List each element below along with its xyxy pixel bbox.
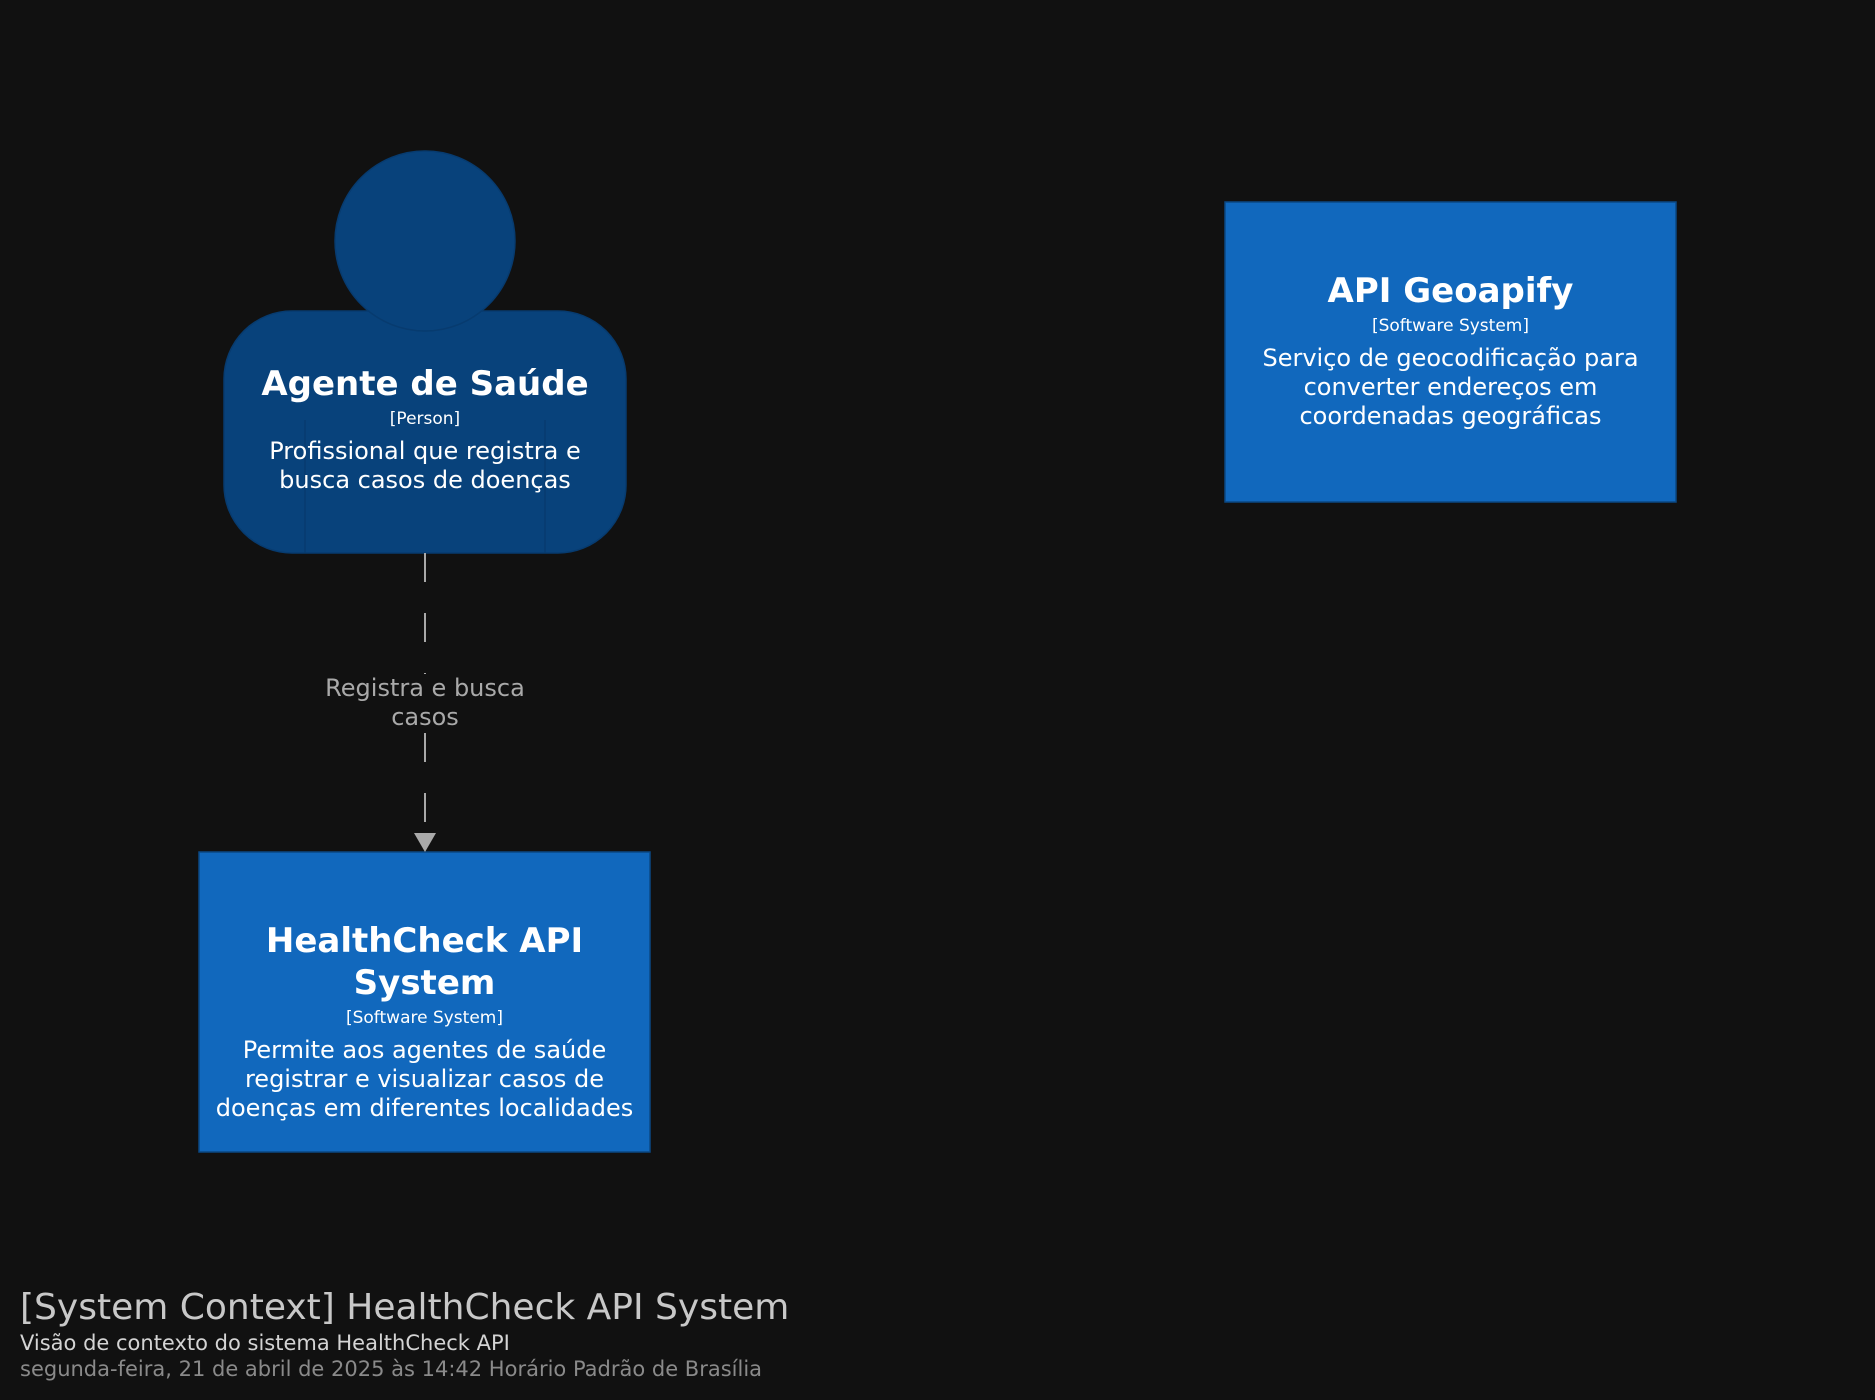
diagram-title: [System Context] HealthCheck API System	[20, 1287, 790, 1328]
geoapify-text-block: API Geoapify [Software System] Serviço d…	[1245, 270, 1656, 431]
geoapify-type-label: [Software System]	[1371, 316, 1529, 336]
person-description: Profissional que registra e busca casos …	[269, 437, 581, 494]
person-text-block: Agente de Saúde [Person] Profissional qu…	[234, 363, 616, 495]
geoapify-description: Serviço de geocodificação para converter…	[1262, 344, 1639, 430]
healthcheck-description: Permite aos agentes de saúde registrar e…	[215, 1036, 634, 1122]
software-system-healthcheck-box[interactable]	[198, 851, 651, 1153]
healthcheck-type-label: [Software System]	[345, 1008, 503, 1028]
person-agente-de-saude[interactable]	[223, 150, 627, 554]
geoapify-name: API Geoapify	[1327, 271, 1574, 311]
healthcheck-text-block: HealthCheck API System [Software System]…	[209, 920, 640, 1123]
healthcheck-name: HealthCheck API System	[265, 921, 584, 1003]
diagram-description: Visão de contexto do sistema HealthCheck…	[20, 1331, 510, 1355]
person-head-shape	[334, 150, 516, 332]
relationship-label: Registra e busca casos	[320, 674, 530, 732]
person-name: Agente de Saúde	[261, 364, 589, 404]
relationship-arrowhead	[414, 833, 436, 852]
person-type-label: [Person]	[389, 409, 461, 429]
software-system-geoapify-box[interactable]	[1224, 201, 1677, 503]
diagram-timestamp: segunda-feira, 21 de abril de 2025 às 14…	[20, 1357, 763, 1381]
diagram-footer: [System Context] HealthCheck API System …	[20, 1286, 789, 1382]
